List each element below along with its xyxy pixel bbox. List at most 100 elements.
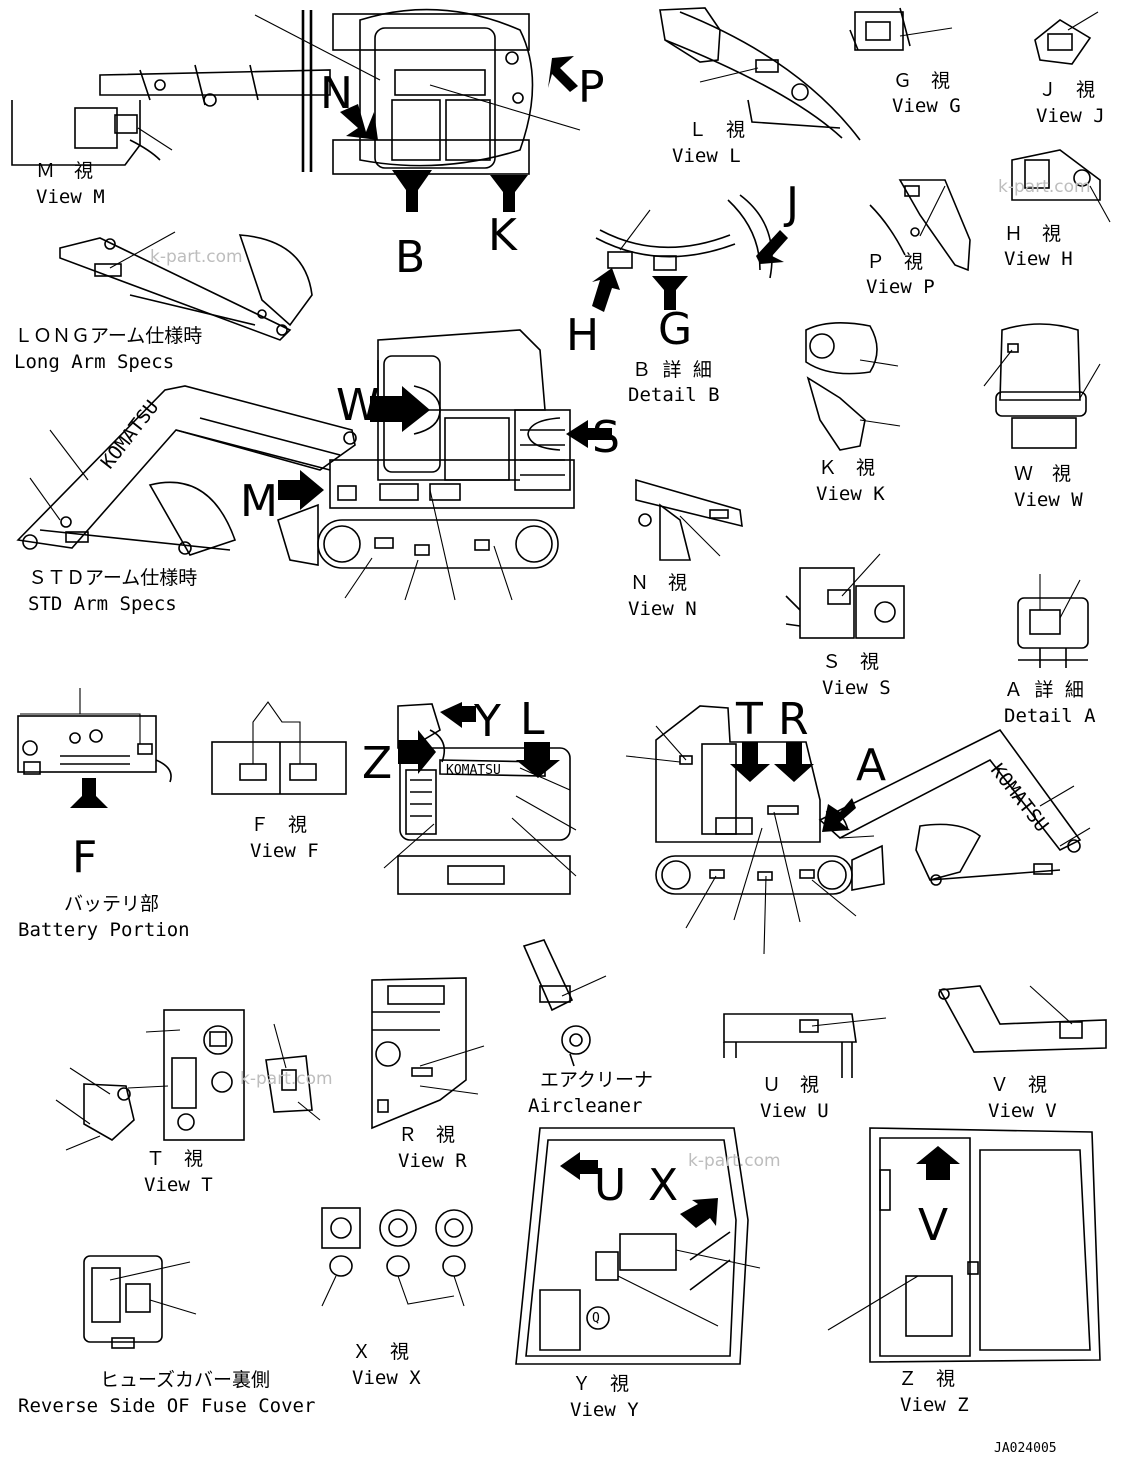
view-w: Ｗ 視 View W: [983, 323, 1101, 511]
fuse-cover: ヒューズカバー裏側 Reverse Side OF Fuse Cover: [18, 1255, 315, 1417]
letter-s: S: [592, 412, 620, 463]
rear-view-excavator: Y L Z KOMATSU: [362, 694, 577, 895]
view-w-en: View W: [1014, 489, 1083, 511]
detail-a-jp: Ａ 詳 細: [1004, 679, 1084, 701]
view-m: Ｍ 視 View M: [11, 100, 173, 208]
view-g-jp: Ｇ 視: [893, 70, 950, 92]
view-u-en: View U: [760, 1100, 829, 1122]
view-p: Ｐ 視 View P: [866, 179, 971, 298]
watermark-4: k-part.com: [688, 1151, 781, 1171]
detail-a-en: Detail A: [1004, 705, 1096, 727]
view-y-en: View Y: [570, 1399, 639, 1421]
std-arm-en: STD Arm Specs: [28, 593, 177, 615]
view-x-en: View X: [352, 1367, 421, 1389]
view-l: Ｌ 視 View L: [659, 7, 861, 167]
battery-en: Battery Portion: [18, 919, 190, 941]
view-k-jp: Ｋ 視: [818, 457, 875, 479]
fuse-cover-jp: ヒューズカバー裏側: [100, 1369, 270, 1391]
view-n: Ｎ 視 View N: [628, 478, 743, 620]
view-t-jp: Ｔ 視: [146, 1148, 203, 1170]
view-v-jp: Ｖ 視: [990, 1074, 1047, 1096]
view-j-en: View J: [1036, 105, 1105, 127]
aircleaner-en: Aircleaner: [528, 1095, 642, 1117]
letter-t: T: [735, 694, 763, 745]
letter-b: B: [395, 232, 425, 283]
view-h-en: View H: [1004, 248, 1073, 270]
view-k: Ｋ 視 View K: [805, 322, 901, 505]
aircleaner-jp: エアクリーナ: [540, 1069, 653, 1091]
letter-l: L: [520, 694, 545, 745]
view-n-en: View N: [628, 598, 697, 620]
letter-n: N: [320, 68, 353, 119]
aircleaner: エアクリーナ Aircleaner: [522, 939, 653, 1117]
view-w-jp: Ｗ 視: [1014, 463, 1071, 485]
detail-b: J H G Ｂ 詳 細 Detail B: [566, 178, 799, 406]
view-y-jp: Ｙ 視: [572, 1373, 629, 1395]
view-g-en: View G: [892, 95, 961, 117]
view-m-en: View M: [36, 186, 105, 208]
view-v: Ｖ 視 View V: [938, 985, 1107, 1122]
brand-rear: KOMATSU: [446, 763, 501, 778]
long-arm-specs: k-part.com ＬＯＮＧアーム仕様時 Long Arm Specs: [14, 231, 313, 373]
view-r-jp: Ｒ 視: [398, 1124, 455, 1146]
letter-v: V: [918, 1200, 948, 1251]
view-v-en: View V: [988, 1100, 1057, 1122]
view-r: Ｒ 視 View R: [371, 977, 485, 1172]
view-r-en: View R: [398, 1150, 467, 1172]
battery-portion: F バッテリ部 Battery Portion: [17, 688, 190, 941]
view-z: V Ｚ 視 View Z: [827, 1127, 1101, 1416]
view-j-jp: Ｊ 視: [1038, 79, 1095, 101]
view-y: Q U X k-part.com Ｙ 視 View Y: [515, 1127, 781, 1421]
view-t: k-part.com Ｔ 視 View T: [55, 1009, 333, 1196]
view-s: Ｓ 視 View S: [785, 553, 905, 699]
view-l-jp: Ｌ 視: [688, 119, 745, 141]
view-n-jp: Ｎ 視: [630, 572, 687, 594]
letter-m: M: [240, 476, 278, 527]
watermark-2: k-part.com: [150, 247, 243, 267]
view-p-en: View P: [866, 276, 935, 298]
view-h-jp: Ｈ 視: [1004, 223, 1061, 245]
battery-jp: バッテリ部: [64, 893, 159, 915]
view-j: Ｊ 視 View J: [1034, 11, 1105, 127]
view-s-en: View S: [822, 677, 891, 699]
letter-w: W: [336, 380, 380, 431]
long-arm-en: Long Arm Specs: [14, 351, 174, 373]
view-u-jp: Ｕ 視: [762, 1074, 819, 1096]
view-z-en: View Z: [900, 1394, 969, 1416]
top-view-arrows: N P B K: [320, 56, 605, 283]
watermark-1: k-part.com: [998, 177, 1091, 197]
letter-a: A: [856, 740, 886, 791]
view-t-en: View T: [144, 1174, 213, 1196]
detail-b-en: Detail B: [628, 384, 720, 406]
std-arm-jp: ＳＴＤアーム仕様時: [28, 567, 197, 589]
view-x-jp: Ｘ 視: [352, 1341, 409, 1363]
letter-x: X: [648, 1160, 678, 1211]
view-m-jp: Ｍ 視: [36, 160, 93, 182]
view-u: Ｕ 視 View U: [723, 1013, 887, 1122]
view-s-jp: Ｓ 視: [822, 651, 879, 673]
view-g: Ｇ 視 View G: [849, 7, 961, 117]
view-x: Ｘ 視 View X: [321, 1207, 473, 1389]
letter-p: P: [578, 62, 605, 113]
top-view-excavator: [99, 8, 581, 175]
letter-g: G: [658, 304, 692, 355]
detail-b-jp: Ｂ 詳 細: [632, 359, 712, 381]
letter-f: F: [72, 832, 97, 883]
detail-a: Ａ 詳 細 Detail A: [1004, 574, 1096, 727]
letter-q: Q: [592, 1311, 600, 1326]
long-arm-jp: ＬＯＮＧアーム仕様時: [14, 325, 202, 347]
drawing-code: JA024005: [994, 1441, 1057, 1456]
view-f-jp: Ｆ 視: [250, 814, 307, 836]
fuse-cover-en: Reverse Side OF Fuse Cover: [18, 1395, 315, 1417]
view-h: k-part.com Ｈ 視 View H: [998, 149, 1111, 270]
letter-y: Y: [473, 696, 501, 747]
letter-z: Z: [362, 738, 392, 789]
view-f-en: View F: [250, 840, 319, 862]
view-p-jp: Ｐ 視: [866, 251, 923, 273]
view-l-en: View L: [672, 145, 741, 167]
view-k-en: View K: [816, 483, 885, 505]
letter-k: K: [488, 210, 518, 261]
letter-r: R: [778, 694, 809, 745]
letter-u: U: [594, 1160, 626, 1211]
